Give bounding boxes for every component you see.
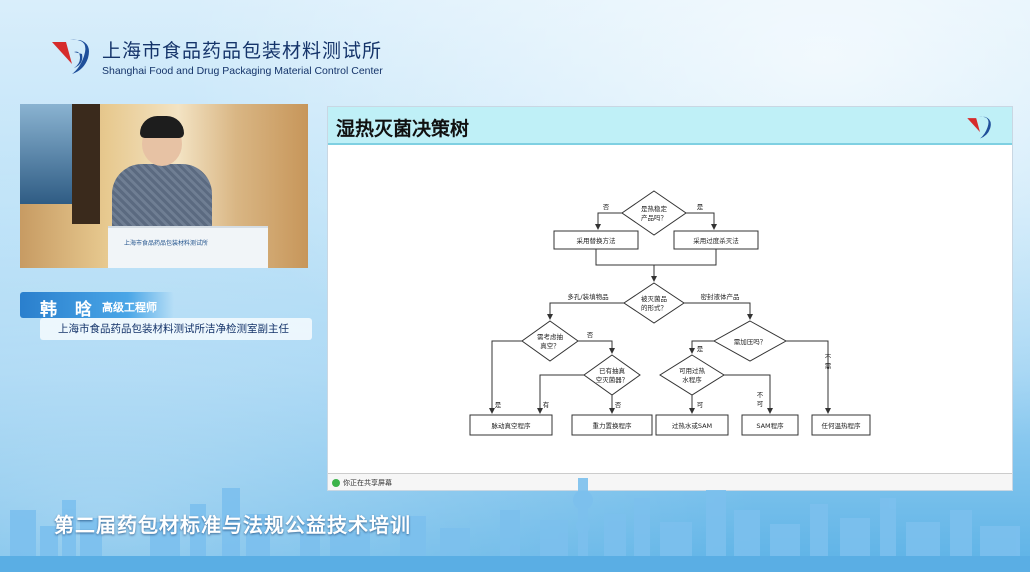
podium: [108, 226, 268, 268]
decision-air-shape: [583, 354, 641, 396]
decision-sterilize-line1: 被灭菌品: [641, 294, 667, 303]
decision-tree-diagram: 是热稳定 产品吗？ 否 是 采用替换方法 采用过度杀灭法 被灭菌品 的形式？ 多…: [469, 190, 871, 436]
result-superheat-shape: [655, 414, 729, 436]
decision-steam-line1: 可用过热: [679, 366, 706, 375]
decision-vacuum-line2: 真空？: [540, 341, 560, 350]
speaker-name: 韩 晗: [40, 300, 98, 320]
decision-top-shape: [621, 190, 687, 236]
screen-share-indicator[interactable]: 你正在共享屏幕: [332, 476, 392, 489]
screen-share-label: 你正在共享屏幕: [343, 478, 392, 487]
result-gravity: 重力置换程序: [593, 421, 633, 430]
decision-steam-no-line2: 可: [757, 400, 764, 408]
video-background-column: [72, 104, 100, 224]
city-skyline: [0, 478, 1030, 572]
branch-porous: 多孔/装填物品: [567, 292, 608, 301]
shared-slide: 湿热灭菌决策树: [327, 106, 1013, 491]
decision-sterilize-shape: [623, 282, 685, 324]
decision-air-line2: 空灭菌器？: [596, 375, 629, 384]
result-pulse-vacuum-shape: [469, 414, 553, 436]
result-superheat-water: 过热水或SAM: [672, 421, 712, 430]
slide-title: 湿热灭菌决策树: [336, 118, 470, 140]
decision-top-line1: 是热稳定: [641, 204, 668, 213]
result-any: 任何温热程序: [822, 421, 862, 430]
speaker-role: 上海市食品药品包装材料测试所洁净检测室副主任: [58, 323, 289, 335]
decision-air-yes: 有: [543, 400, 550, 409]
video-background-screen: [20, 104, 80, 204]
event-banner: 第二届药包材标准与法规公益技术培训: [54, 513, 411, 537]
result-gravity-shape: [571, 414, 653, 436]
speaker-name-bar: [20, 292, 174, 318]
decision-top-line2: 产品吗？: [641, 213, 667, 222]
result-pulse-vacuum: 脉动真空程序: [492, 421, 532, 430]
org-name-cn: 上海市食品药品包装材料测试所: [102, 39, 383, 62]
decision-air-no: 否: [615, 401, 622, 409]
screen-share-icon: [332, 478, 340, 487]
decision-air-line1: 已有抽真: [599, 366, 626, 375]
decision-top-yes: 是: [697, 203, 704, 211]
slide-footer: 你正在共享屏幕: [328, 473, 1012, 490]
decision-vacuum-line1: 需考虑抽: [537, 332, 564, 341]
speaker-title: 高级工程师: [102, 301, 157, 314]
decision-top-no: 否: [603, 203, 610, 211]
decision-steam-line2: 水程序: [682, 375, 702, 384]
result-any-shape: [811, 414, 871, 436]
decision-steam-yes: 可: [697, 401, 704, 409]
decision-vacuum-shape: [521, 320, 579, 362]
decision-pressure-no-line2: 需: [825, 362, 832, 370]
decision-steam-shape: [659, 354, 725, 396]
speaker-video: 上海市食品药品包装材料测试所: [20, 104, 308, 268]
decision-vacuum-no: 否: [587, 331, 594, 339]
speaker-role-bar: [40, 318, 312, 340]
box-overkill: 采用过度杀灭法: [693, 236, 739, 245]
decision-sterilize-line2: 的形式？: [641, 303, 667, 312]
decision-pressure-no-line1: 不: [825, 353, 832, 361]
slide-logo-icon: [967, 116, 991, 139]
decision-steam-no-line1: 不: [757, 391, 764, 399]
slide-header: 湿热灭菌决策树: [328, 107, 1012, 145]
decision-pressure: 需加压吗？: [734, 337, 767, 346]
speaker-figure-hair: [140, 116, 184, 138]
org-header: 上海市食品药品包装材料测试所 Shanghai Food and Drug Pa…: [50, 34, 383, 78]
decision-vacuum-yes: 是: [495, 401, 502, 409]
box-alt-method: 采用替换方法: [577, 236, 617, 245]
decision-pressure-yes: 是: [697, 345, 704, 353]
org-logo-icon: [52, 39, 89, 74]
result-sam-shape: [741, 414, 799, 436]
podium-text: 上海市食品药品包装材料测试所: [124, 240, 209, 247]
result-sam: SAM程序: [756, 421, 784, 430]
decision-pressure-shape: [712, 320, 788, 362]
branch-liquid: 密封液体产品: [701, 292, 740, 301]
org-name-en: Shanghai Food and Drug Packaging Materia…: [102, 64, 383, 77]
